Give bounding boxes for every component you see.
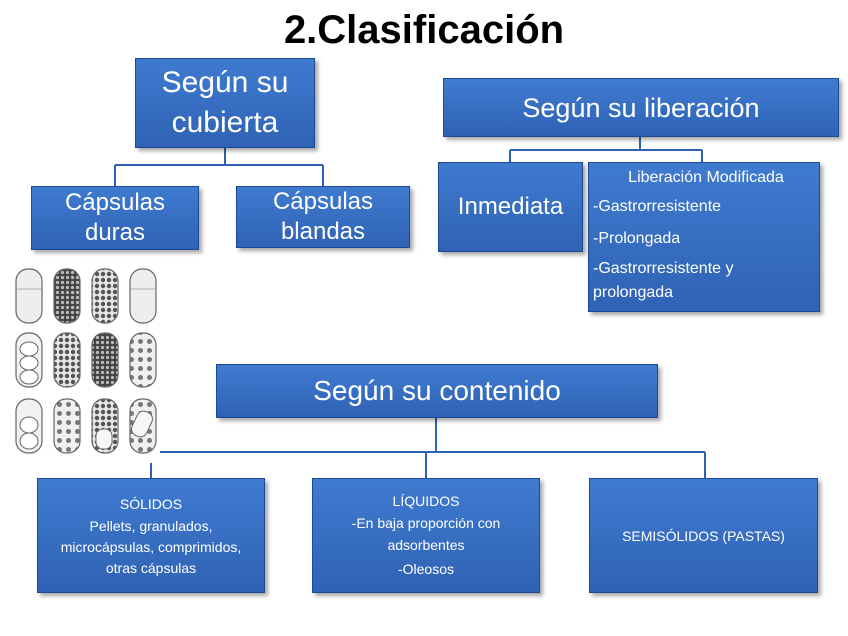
- cubierta-heading-line1: Según su: [161, 66, 289, 99]
- semisolidos-label: SEMISÓLIDOS (PASTAS): [622, 527, 785, 544]
- solidos-line2: microcápsulas, comprimidos,: [60, 539, 242, 555]
- cubierta-heading-line2: cubierta: [171, 106, 279, 139]
- cubierta-connector: [114, 148, 324, 186]
- modificada-title: Liberación Modificada: [628, 169, 784, 186]
- solidos-line3: otras cápsulas: [105, 560, 197, 576]
- hard-capsules-line1: Cápsulas: [64, 189, 166, 216]
- contenido-heading-box: Según su contenido: [216, 364, 658, 418]
- liquidos-line3: -Oleosos: [397, 560, 455, 577]
- soft-capsules-box: Cápsulas blandas: [236, 186, 410, 248]
- liquidos-title: LÍQUIDOS: [392, 492, 460, 509]
- solidos-box: SÓLIDOS Pellets, granulados, microcápsul…: [37, 478, 265, 593]
- liberacion-heading-box: Según su liberación: [443, 78, 839, 137]
- modificada-item-2: -Prolongada: [593, 230, 681, 247]
- liberacion-connector: [509, 137, 703, 162]
- cubierta-heading-box: Según su cubierta: [135, 58, 315, 148]
- solidos-title: SÓLIDOS: [119, 496, 183, 512]
- hard-capsules-line2: duras: [84, 219, 146, 246]
- inmediata-box: Inmediata: [438, 162, 583, 252]
- soft-capsules-line2: blandas: [280, 218, 366, 245]
- modificada-item-3: -Gastrorresistente y: [593, 260, 734, 277]
- contenido-connector: [150, 418, 706, 478]
- capsule-fill-illustration: [10, 265, 160, 463]
- semisolidos-box: SEMISÓLIDOS (PASTAS): [589, 478, 818, 593]
- liquidos-box: LÍQUIDOS -En baja proporción con adsorbe…: [312, 478, 540, 593]
- liquidos-line1: -En baja proporción con: [351, 514, 501, 531]
- soft-capsules-line1: Cápsulas: [272, 188, 374, 215]
- modificada-item-4: prolongada: [593, 284, 674, 301]
- liquidos-line2: adsorbentes: [387, 536, 465, 553]
- liberacion-heading: Según su liberación: [522, 92, 760, 123]
- modificada-box: Liberación Modificada -Gastrorresistente…: [588, 162, 820, 312]
- modificada-item-1: -Gastrorresistente: [593, 198, 722, 215]
- solidos-line1: Pellets, granulados,: [89, 518, 213, 534]
- contenido-heading: Según su contenido: [313, 375, 561, 406]
- page-title: 2.Clasificación: [283, 8, 565, 52]
- hard-capsules-box: Cápsulas duras: [31, 186, 199, 250]
- inmediata-label: Inmediata: [457, 193, 564, 220]
